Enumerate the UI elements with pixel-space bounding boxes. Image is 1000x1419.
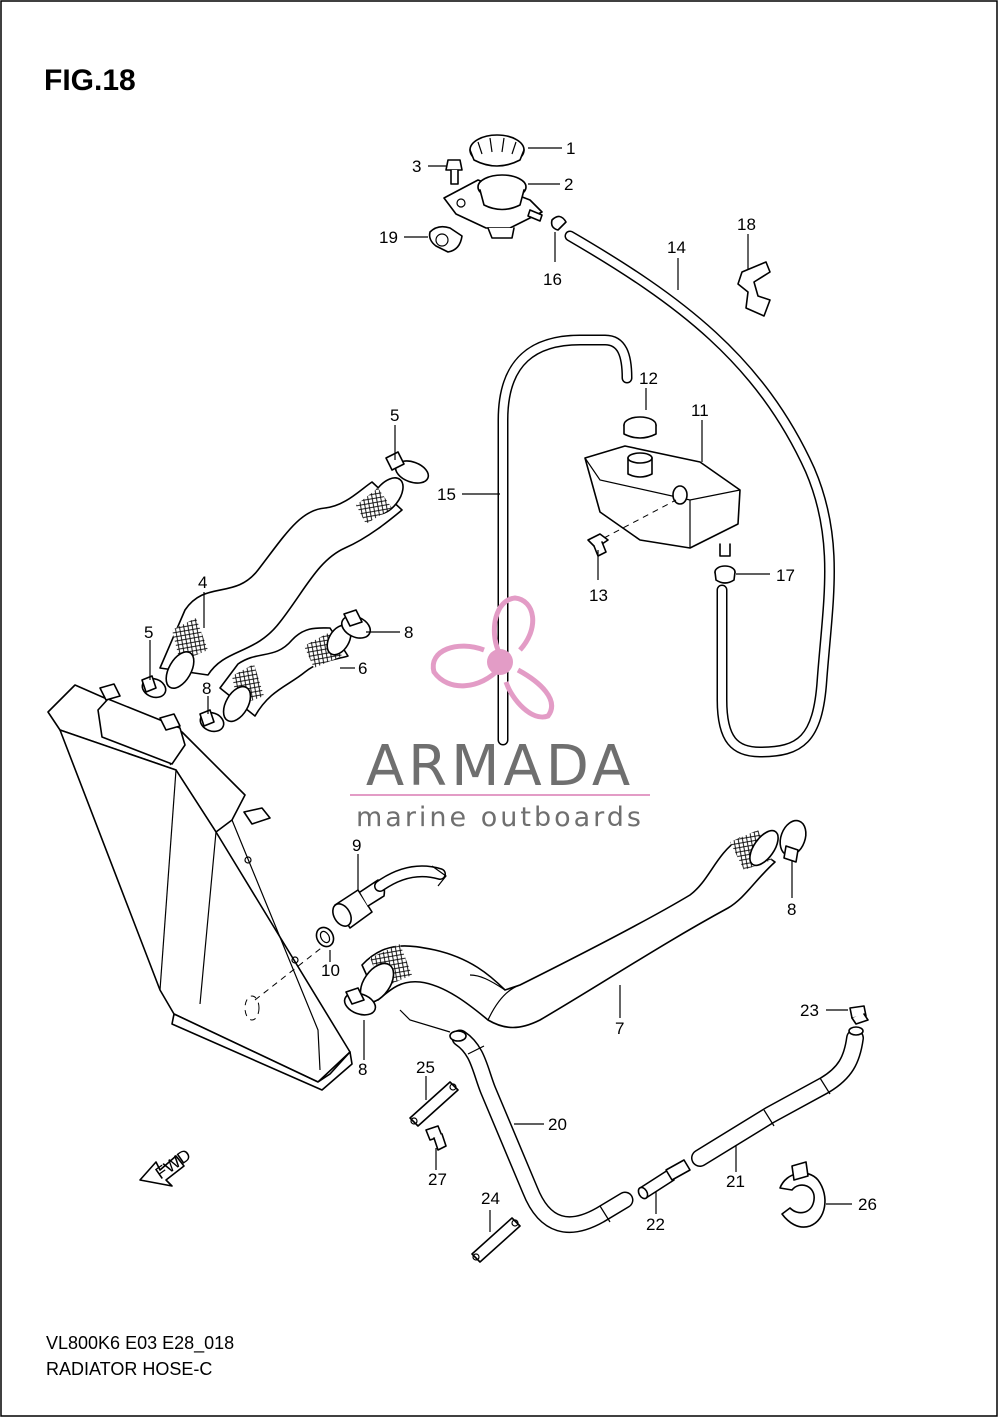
overflow-hose <box>564 230 835 758</box>
callout-label: 27 <box>428 1170 447 1189</box>
callout-label: 13 <box>589 586 608 605</box>
callout-label: 24 <box>481 1189 500 1208</box>
callout-label: 6 <box>358 659 367 678</box>
bypass-hose <box>449 1029 634 1234</box>
callout-label: 3 <box>412 157 421 176</box>
callout-label: 16 <box>543 270 562 289</box>
hose-clamp <box>340 609 372 639</box>
gasket <box>315 926 335 948</box>
filler-neck <box>443 174 543 239</box>
callout-label: 11 <box>691 401 709 420</box>
hose-clamp <box>199 709 225 733</box>
callout-label: 23 <box>800 1001 819 1020</box>
callout-label: 26 <box>858 1195 877 1214</box>
callout-label: 10 <box>321 961 340 980</box>
figure-title: FIG.18 <box>44 64 136 97</box>
callout-label: 5 <box>144 623 153 642</box>
radiator-hose-lower <box>359 829 779 1033</box>
callout-label: 1 <box>566 139 575 158</box>
callout-label: 8 <box>404 623 413 642</box>
callout-label: 5 <box>390 406 399 425</box>
watermark-brand: ARMADA <box>366 734 634 799</box>
reservoir-hose <box>497 334 633 746</box>
callout-label: 9 <box>352 836 361 855</box>
leader-lines <box>149 147 852 1232</box>
pipe-holder <box>779 1161 826 1228</box>
propeller-logo-icon <box>430 595 555 720</box>
water-pipe <box>691 1026 864 1167</box>
radiator-hose-middle <box>219 624 352 723</box>
cushion-clip <box>428 225 463 253</box>
thermo-switch <box>332 865 447 929</box>
callout-label: 8 <box>787 900 796 919</box>
callout-label: 17 <box>776 566 795 585</box>
callout-label: 21 <box>726 1172 745 1191</box>
hose-clamp <box>343 987 377 1016</box>
callout-label: 7 <box>615 1019 624 1038</box>
callout-label: 8 <box>202 679 211 698</box>
bracket-bolt <box>425 1125 447 1151</box>
reservoir-bolt <box>587 533 609 557</box>
callout-label: 12 <box>639 369 658 388</box>
hose-clamp <box>141 675 167 699</box>
callout-label: 8 <box>358 1060 367 1079</box>
bolt <box>445 159 463 185</box>
callout-label: 2 <box>564 175 573 194</box>
callout-label: 22 <box>646 1215 665 1234</box>
callout-label: 14 <box>667 238 686 257</box>
section-name: RADIATOR HOSE-C <box>46 1359 212 1379</box>
radiator-hose-upper <box>159 477 404 689</box>
radiator <box>47 683 353 1091</box>
hose-clamp <box>779 819 807 863</box>
pipe-joint <box>637 1159 691 1200</box>
hose-bracket <box>409 1081 459 1127</box>
model-code: VL800K6 E03 E28_018 <box>46 1333 234 1354</box>
callout-label: 19 <box>379 228 398 247</box>
forward-arrow-icon: FWD <box>139 1145 195 1187</box>
callout-labels: 1 2 3 19 16 14 18 12 11 15 5 13 17 4 8 5… <box>144 139 877 1234</box>
callout-label: 4 <box>198 573 207 592</box>
pipe-clamp <box>849 1005 869 1025</box>
radiator-cap <box>469 134 525 167</box>
callout-label: 18 <box>737 215 756 234</box>
watermark-tagline: marine outboards <box>356 802 644 833</box>
watermark: ARMADA marine outboards <box>350 595 650 833</box>
hose-clamp <box>385 451 430 484</box>
hose-clamp-small <box>550 215 567 231</box>
callout-label: 20 <box>548 1115 567 1134</box>
reservoir-cap <box>623 416 657 439</box>
callout-label: 25 <box>416 1058 435 1077</box>
overflow-clamp <box>714 565 736 584</box>
forward-label: FWD <box>152 1145 195 1183</box>
reservoir-tank <box>584 445 741 557</box>
hose-clip <box>737 261 771 317</box>
callout-label: 15 <box>437 485 456 504</box>
pipe-bracket <box>471 1217 521 1263</box>
